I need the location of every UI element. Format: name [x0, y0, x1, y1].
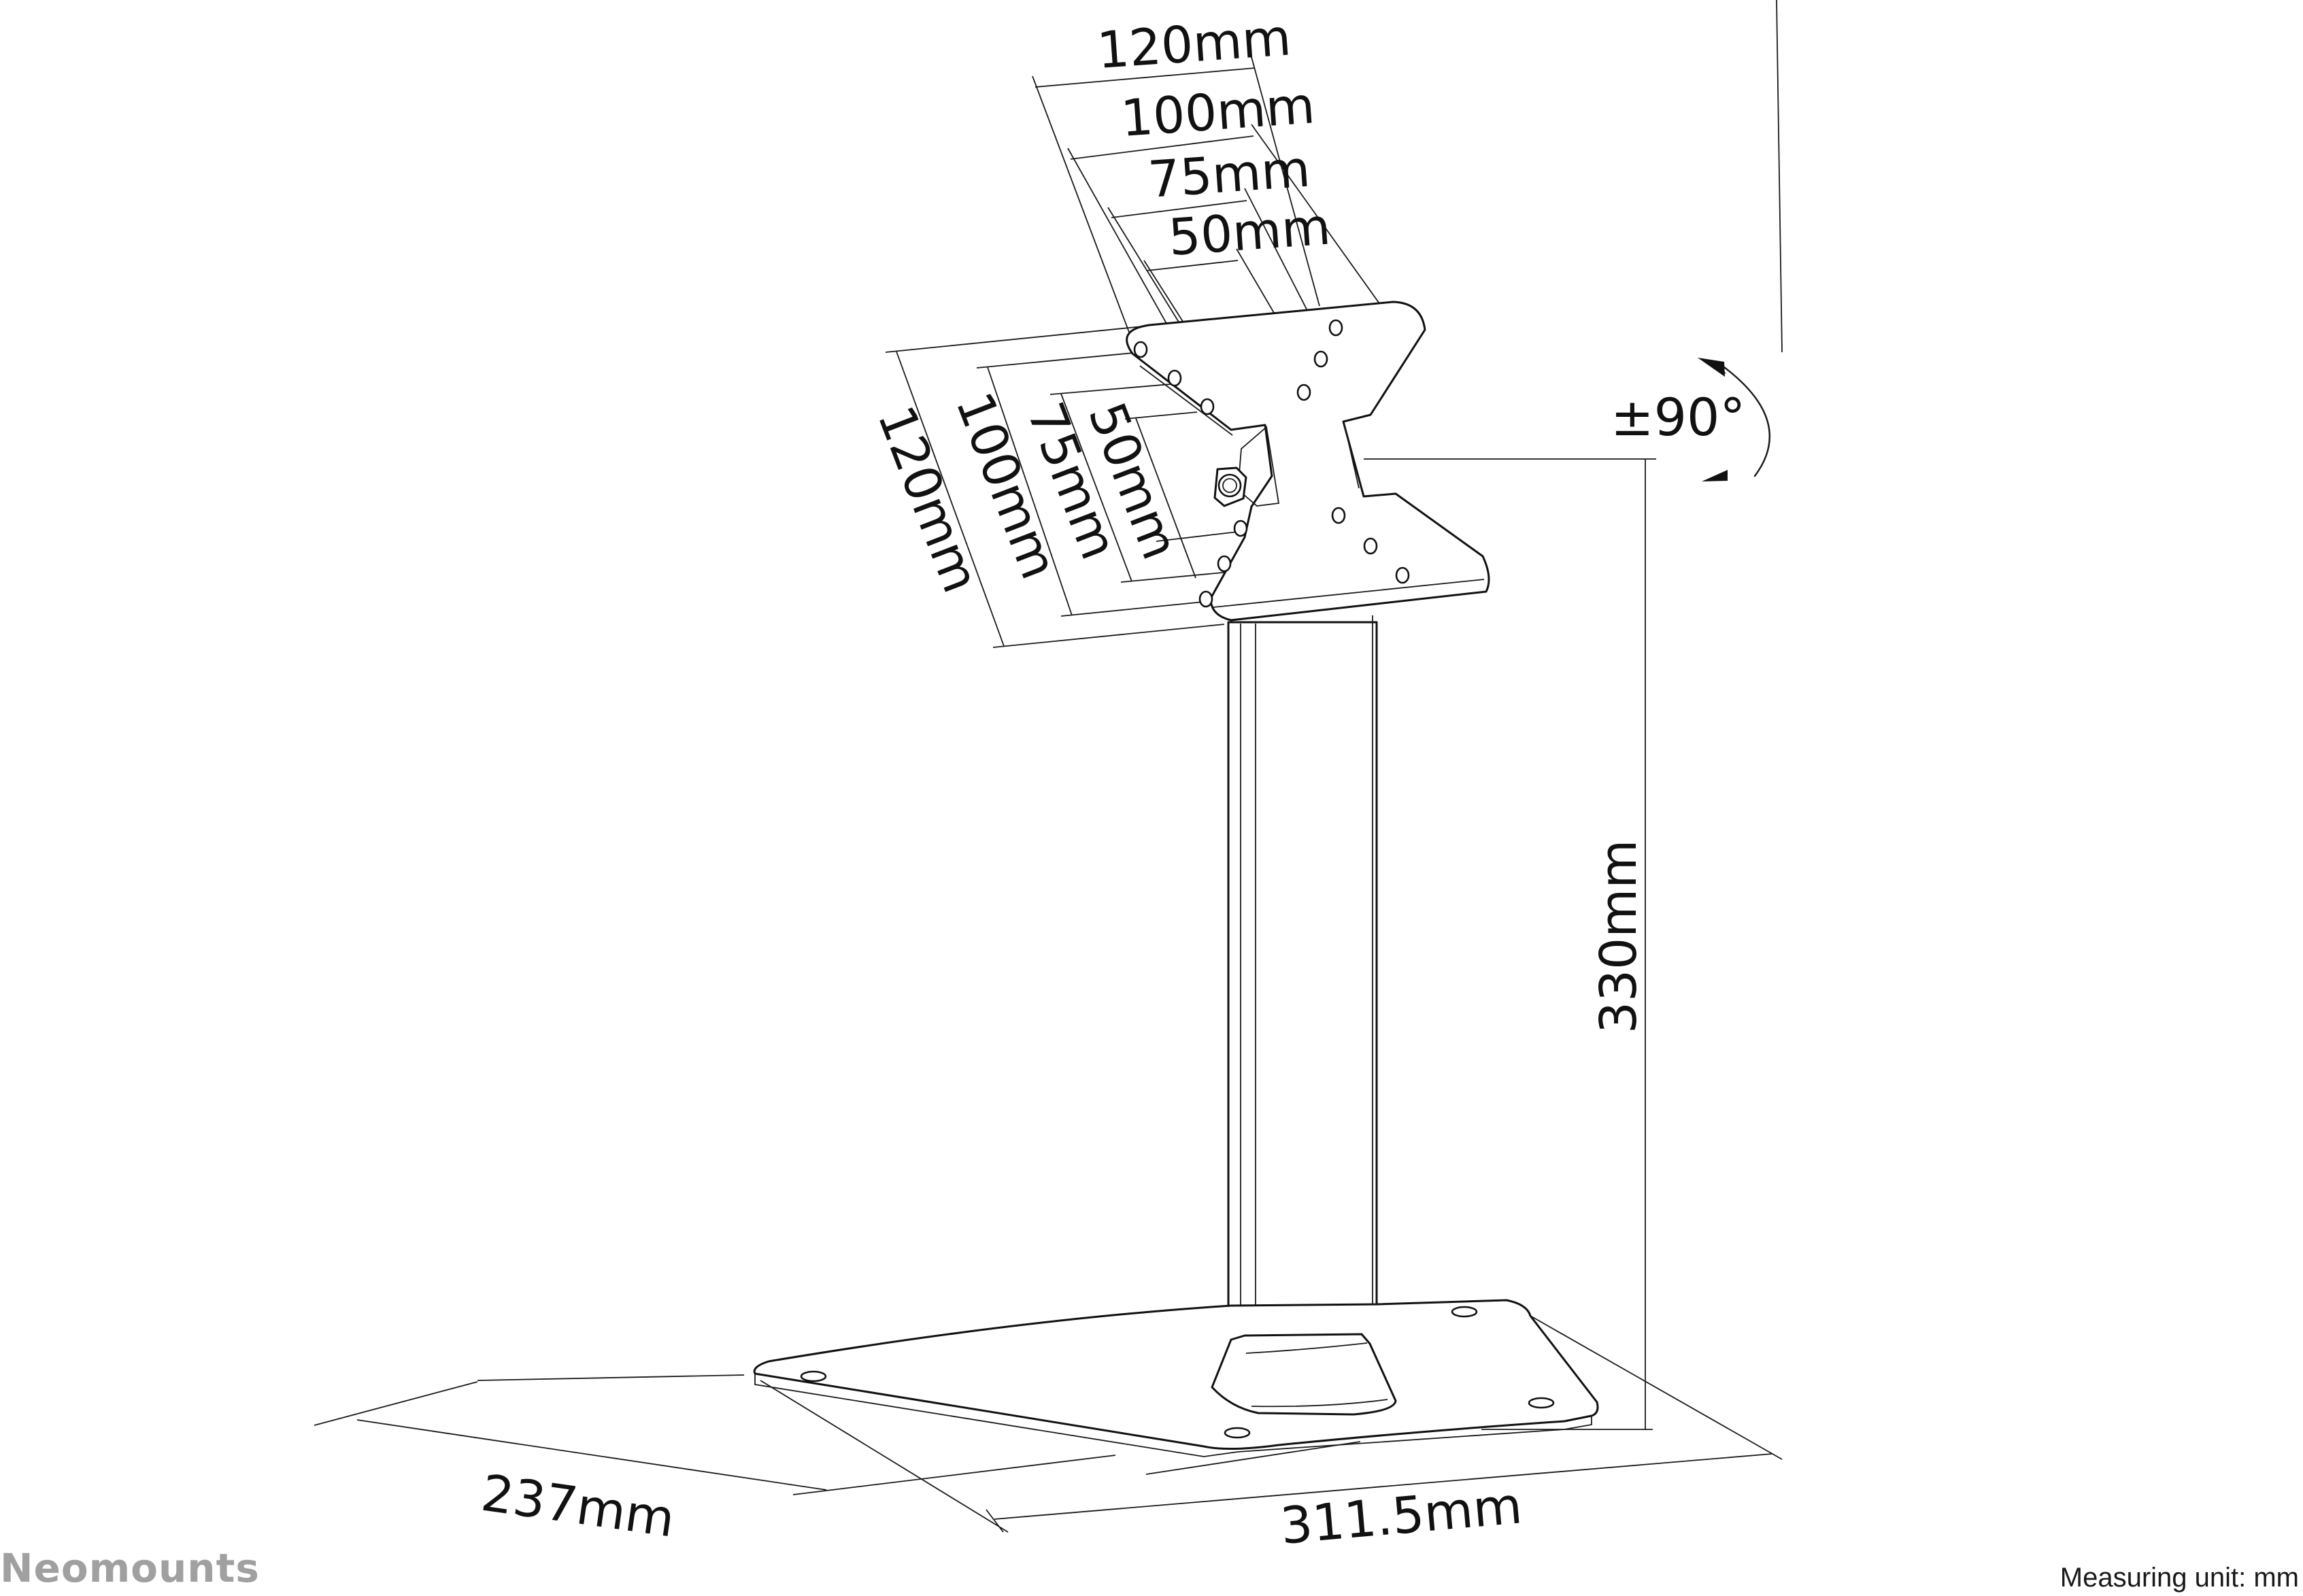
brand-logo: Neomounts [0, 1545, 260, 1591]
vesa-mounting-plate [1126, 301, 1490, 622]
measuring-unit-note: Measuring unit: mm [2060, 1563, 2299, 1593]
height-dimension: 330mm [1364, 458, 1656, 1430]
vesa-h-50-label: 50mm [1166, 198, 1332, 267]
arrow-up-head [1698, 358, 1725, 377]
base-plate [753, 1299, 1599, 1457]
height-label: 330mm [1590, 840, 1648, 1034]
vesa-horizontal-dimensions: 120mm 100mm 75mm 50mm [1032, 8, 1392, 409]
arrow-down-icon [1702, 470, 1728, 481]
base-depth-label: 237mm [477, 1464, 678, 1549]
base-width-label: 311.5mm [1278, 1476, 1524, 1556]
vesa-h-120-label: 120mm [1095, 8, 1293, 80]
vesa-h-100-label: 100mm [1119, 76, 1317, 148]
vesa-h-75-label: 75mm [1146, 140, 1312, 209]
column [1227, 615, 1378, 1358]
rotation-label: ±90° [1611, 387, 1745, 447]
rotation-indicator: ±90° [1611, 0, 1783, 481]
